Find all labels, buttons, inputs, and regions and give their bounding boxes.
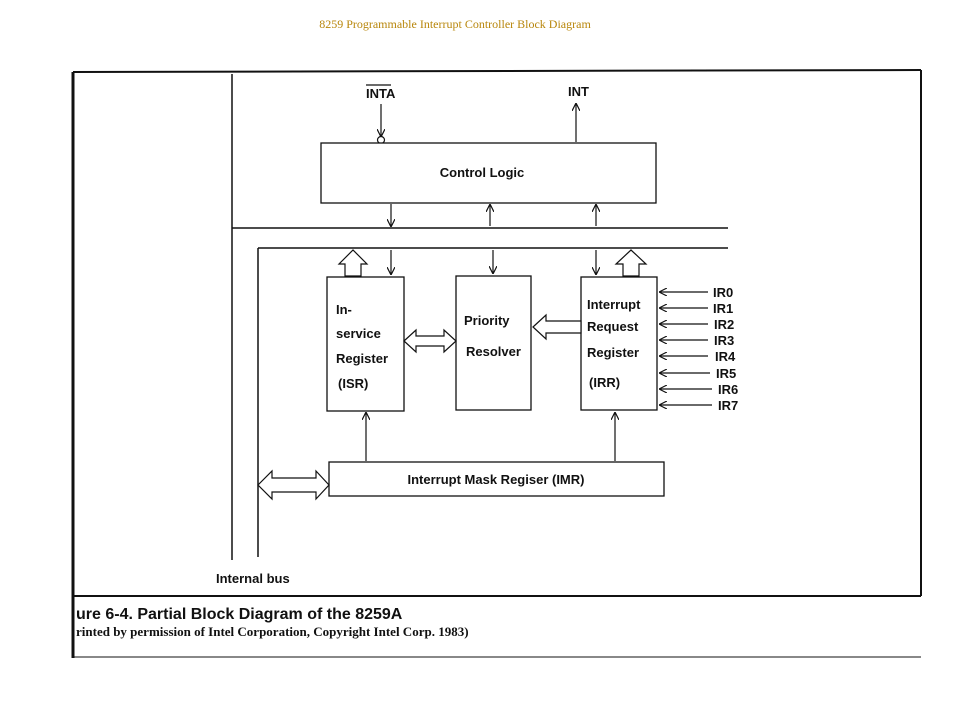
isr-line-4: (ISR) xyxy=(338,376,368,391)
irr-to-priority-arrow xyxy=(532,313,582,341)
ir-input-arrows xyxy=(660,292,712,405)
ir-label: IR7 xyxy=(718,398,738,413)
page-frame xyxy=(71,69,922,658)
irr-line-1: Interrupt xyxy=(587,297,641,312)
ir-label: IR1 xyxy=(713,301,733,316)
imr-block xyxy=(328,461,665,497)
isr-block xyxy=(326,276,405,412)
isr-line-3: Register xyxy=(336,351,388,366)
irr-block xyxy=(580,276,658,411)
ir-label: IR5 xyxy=(716,366,736,381)
ir-label: IR3 xyxy=(714,333,734,348)
ir-label: IR6 xyxy=(718,382,738,397)
isr-bus-hollow-arrow xyxy=(337,249,369,277)
control-logic-block xyxy=(320,142,657,204)
control-logic-label: Control Logic xyxy=(440,165,525,180)
ir-label: IR2 xyxy=(714,317,734,332)
inta-signal: INTA xyxy=(366,84,396,145)
priority-resolver-block xyxy=(455,275,532,411)
irr-bus-hollow-arrow xyxy=(614,249,648,277)
irr-line-3: Register xyxy=(587,345,639,360)
internal-bus-label: Internal bus xyxy=(216,571,290,586)
int-label: INT xyxy=(568,84,589,99)
priority-line-2: Resolver xyxy=(466,344,521,359)
slide-title: 8259 Programmable Interrupt Controller B… xyxy=(319,17,591,31)
figure-caption: ure 6-4. Partial Block Diagram of the 82… xyxy=(76,606,403,623)
int-signal: INT xyxy=(568,84,589,142)
inta-label: INTA xyxy=(366,86,396,101)
bus-imr-double-arrow xyxy=(257,469,330,501)
isr-line-1: In- xyxy=(336,302,352,317)
isr-priority-double-arrow xyxy=(403,328,457,354)
ir-label: IR4 xyxy=(715,349,736,364)
isr-line-2: service xyxy=(336,326,381,341)
figure-credit: rinted by permission of Intel Corporatio… xyxy=(76,624,469,639)
imr-label: Interrupt Mask Regiser (IMR) xyxy=(408,472,585,487)
ir-label: IR0 xyxy=(713,285,733,300)
internal-bus xyxy=(231,74,728,560)
irr-line-2: Request xyxy=(587,319,639,334)
priority-line-1: Priority xyxy=(464,313,510,328)
irr-line-4: (IRR) xyxy=(589,375,620,390)
